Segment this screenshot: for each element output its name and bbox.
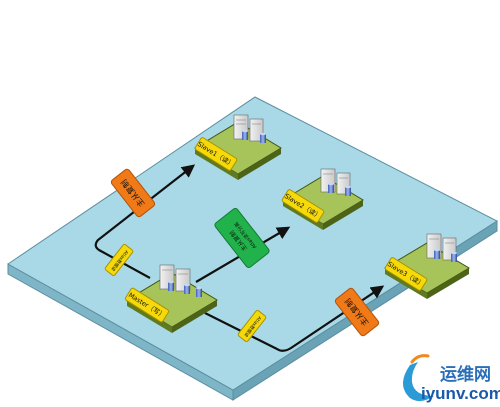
node-slave2: Slave2（读）: [281, 168, 364, 230]
database-icon: [434, 248, 457, 262]
watermark: 运维网 iyunv.com: [403, 354, 500, 403]
node-slave3: Slave3（读）: [384, 233, 470, 299]
arrow-master-to-slave1: [94, 164, 196, 279]
watermark-text-cn: 运维网: [440, 364, 491, 384]
database-icon: [168, 280, 202, 297]
database-icon: [328, 182, 351, 196]
arrow-master-to-slave3: [204, 285, 385, 352]
amoeba-label: 主从复制 Atlas读写分离: [214, 208, 270, 268]
node-slave1: Slave1（读）: [194, 114, 282, 180]
database-icon: [242, 129, 266, 143]
swoosh-logo-icon: [403, 362, 434, 402]
watermark-text-url: iyunv.com: [421, 384, 500, 403]
